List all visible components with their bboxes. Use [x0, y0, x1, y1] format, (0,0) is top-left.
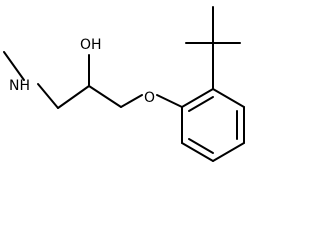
- amine-label: NH: [9, 78, 30, 94]
- aromatic-inner-bond-1: [188, 96, 214, 112]
- ring-bond-1: [181, 88, 214, 108]
- chemical-structure: OH NH O: [3, 6, 245, 162]
- methyl-n-bond: [3, 51, 25, 81]
- ring-bond-5: [181, 142, 214, 162]
- ether-oxygen-label: O: [144, 90, 155, 106]
- hydroxyl-label: OH: [80, 37, 102, 53]
- ch2-ch-bond: [57, 85, 90, 109]
- n-ch2-bond: [37, 83, 59, 109]
- ring-bond-4: [212, 142, 245, 162]
- o-ring-bond: [156, 94, 183, 108]
- ch-ch2-bond: [88, 85, 122, 108]
- ch2-o-bond: [120, 94, 143, 108]
- ring-bond-2: [212, 88, 245, 108]
- aromatic-inner-bond-3: [188, 138, 214, 154]
